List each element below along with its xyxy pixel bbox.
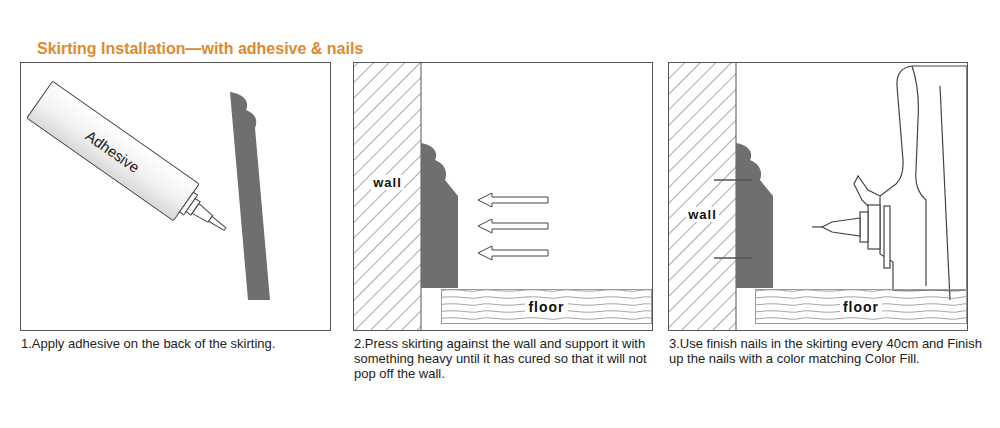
floor-grain	[441, 289, 652, 323]
floor-band: floor	[441, 289, 652, 324]
floor-grain	[755, 289, 967, 323]
wall-hatching	[354, 63, 421, 330]
step-panel: 3.Use finish nails in the skirting every…	[668, 62, 968, 331]
wall-label: wall	[686, 207, 719, 222]
step-panel: 2.Press skirting against the wall and su…	[353, 62, 653, 331]
floor-label: floor	[525, 299, 567, 315]
adhesive-tube: Adhesive	[26, 81, 200, 222]
floor-band: floor	[755, 289, 967, 324]
skirting-profile	[230, 92, 270, 300]
diagram-title: Skirting Installation—with adhesive & na…	[37, 40, 363, 58]
floor-label: floor	[840, 299, 882, 315]
step-caption: 3.Use finish nails in the skirting every…	[669, 336, 985, 366]
step-caption: 1.Apply adhesive on the back of the skir…	[21, 336, 337, 351]
push-arrows	[478, 193, 548, 260]
step-panel: 1.Apply adhesive on the back of the skir…	[20, 62, 331, 331]
nails	[714, 180, 752, 258]
wall-hatching	[669, 63, 736, 330]
wall-label: wall	[371, 175, 404, 190]
wall-section: wall	[354, 63, 421, 330]
nail-gun	[812, 66, 967, 300]
skirting-profile	[736, 143, 773, 288]
wall-section: wall	[669, 63, 736, 330]
step-caption: 2.Press skirting against the wall and su…	[354, 336, 670, 381]
tube-label: Adhesive	[83, 126, 143, 175]
skirting-profile	[421, 143, 458, 288]
